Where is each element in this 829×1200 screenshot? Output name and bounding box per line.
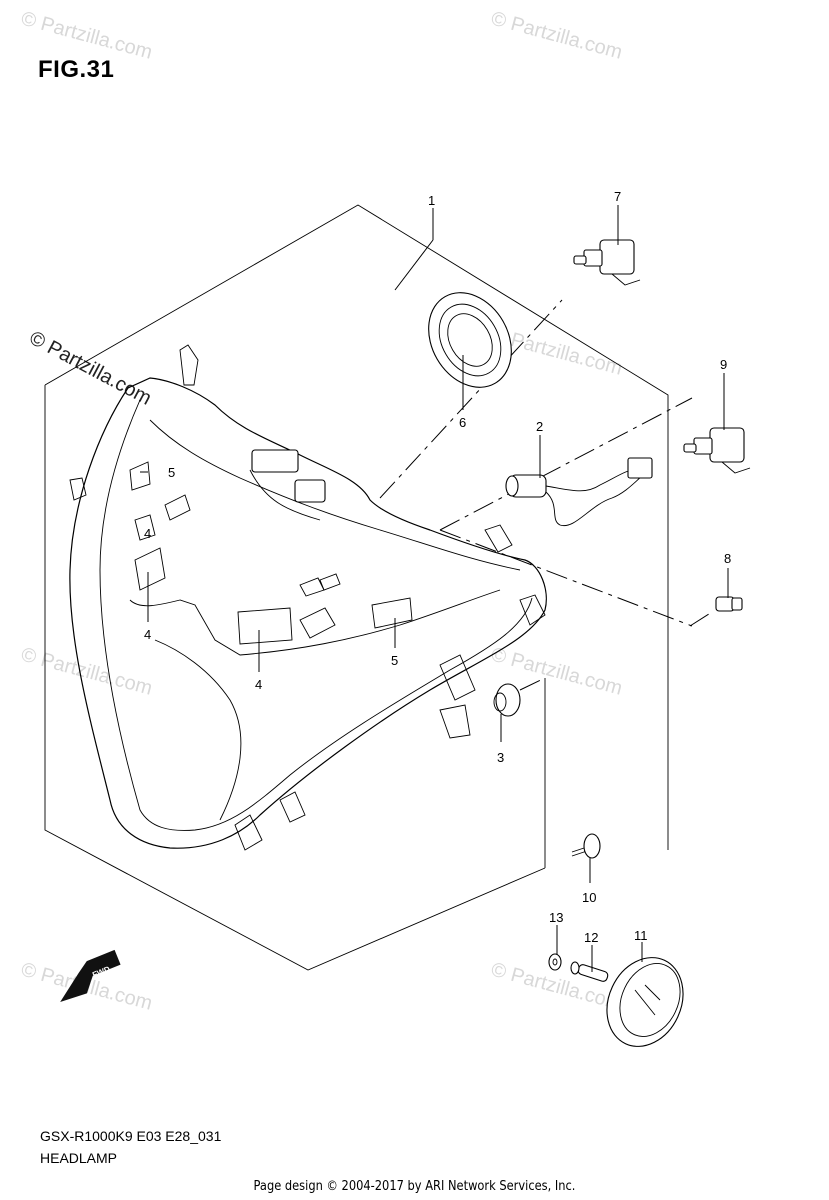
callout-number: 11 — [634, 928, 648, 943]
leader-lines — [379, 299, 713, 691]
callout-number: 4 — [144, 526, 151, 541]
adjuster-pin — [570, 961, 609, 982]
figure-title: FIG.31 — [38, 56, 115, 83]
callout-number: 13 — [549, 910, 563, 925]
watermark-text: © Partzilla.com — [19, 8, 155, 64]
callout-number: 5 — [168, 465, 175, 480]
bulb-high-beam — [573, 239, 641, 286]
callout-number: 8 — [724, 551, 731, 566]
screw — [571, 833, 601, 859]
callout-number: 1 — [428, 193, 435, 208]
bulb-socket-harness — [505, 457, 653, 527]
washer — [548, 953, 562, 971]
watermark-text: © Partzilla.com — [19, 644, 155, 700]
callout-numbers: 1 2 3 4 4 4 5 5 6 7 8 9 10 11 12 13 — [144, 189, 731, 945]
bulb-low-beam — [683, 427, 751, 474]
cover-cap — [606, 957, 684, 1047]
callout-number: 9 — [720, 357, 727, 372]
callout-number: 7 — [614, 189, 621, 204]
model-code: GSX-R1000K9 E03 E28_031 — [40, 1128, 222, 1144]
position-bulb — [715, 596, 743, 612]
callout-number: 12 — [584, 930, 598, 945]
callout-number: 4 — [144, 627, 151, 642]
callout-leaders — [140, 205, 729, 972]
callout-number: 10 — [582, 890, 596, 905]
watermark-text: © Partzilla.com — [489, 8, 625, 64]
grommet — [493, 683, 521, 717]
page-footer: Page design © 2004-2017 by ARI Network S… — [253, 1179, 576, 1194]
callout-number: 3 — [497, 750, 504, 765]
callout-number: 6 — [459, 415, 466, 430]
callout-number: 5 — [391, 653, 398, 668]
callout-number: 4 — [255, 677, 262, 692]
section-name: HEADLAMP — [40, 1150, 118, 1166]
assembly-frame — [44, 204, 669, 971]
seal-ring — [428, 292, 512, 388]
headlamp-housing — [69, 344, 547, 851]
callout-number: 2 — [536, 419, 543, 434]
